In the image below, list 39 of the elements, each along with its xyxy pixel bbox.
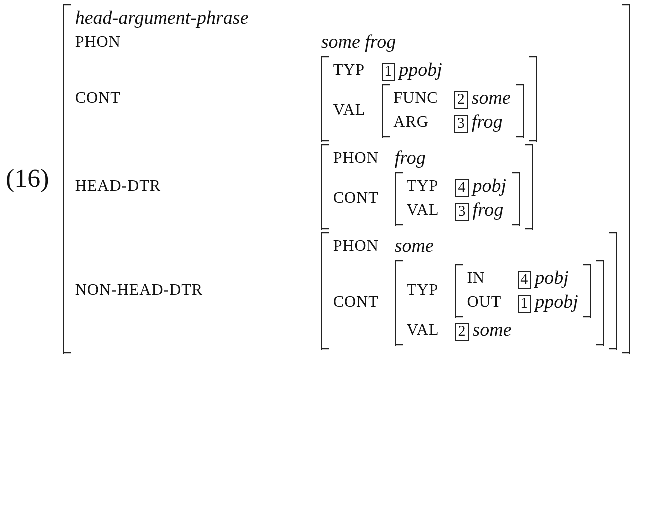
feature-name: TYP (406, 282, 439, 299)
type-label: head-argument-phrase (75, 8, 249, 29)
feature-value: some frog (321, 32, 396, 53)
feature-name: ARG (394, 114, 429, 131)
feature-value: frog (394, 148, 426, 169)
feature-value: pobj (535, 268, 569, 289)
feature-name: PHON (75, 34, 121, 51)
feature-value: some (394, 236, 434, 257)
tag-number-box: 3 (455, 203, 469, 222)
feature-name: PHON (333, 238, 379, 255)
feature-name: VAL (406, 202, 440, 219)
example-number: (16) (6, 164, 50, 194)
feature-value: some (472, 88, 511, 109)
feature-name: VAL (406, 322, 440, 339)
feature-value: ppobj (399, 60, 442, 81)
feature-value: some (472, 320, 512, 341)
feature-value: pobj (472, 176, 506, 197)
tag-number-box: 4 (455, 179, 469, 198)
feature-name: OUT (467, 294, 502, 311)
tag-number-box: 3 (454, 115, 468, 134)
tag-number-box: 1 (518, 295, 532, 314)
feature-name: NON-HEAD-DTR (75, 282, 204, 299)
tag-number-box: 4 (518, 271, 532, 290)
feature-name: VAL (333, 102, 366, 119)
feature-name: IN (467, 270, 486, 287)
tag-number-box: 1 (382, 63, 396, 82)
feature-name: PHON (333, 150, 379, 167)
tag-number-box: 2 (454, 91, 468, 110)
feature-value: ppobj (535, 292, 578, 313)
tag-number-box: 2 (455, 323, 469, 342)
feature-name: FUNC (394, 90, 438, 107)
feature-name: CONT (333, 190, 379, 207)
feature-value: frog (472, 200, 504, 221)
feature-name: TYP (333, 62, 366, 79)
feature-value: frog (472, 112, 503, 133)
feature-name: CONT (333, 294, 379, 311)
feature-name: CONT (75, 90, 121, 107)
feature-name: TYP (406, 178, 439, 195)
feature-name: HEAD-DTR (75, 178, 162, 195)
